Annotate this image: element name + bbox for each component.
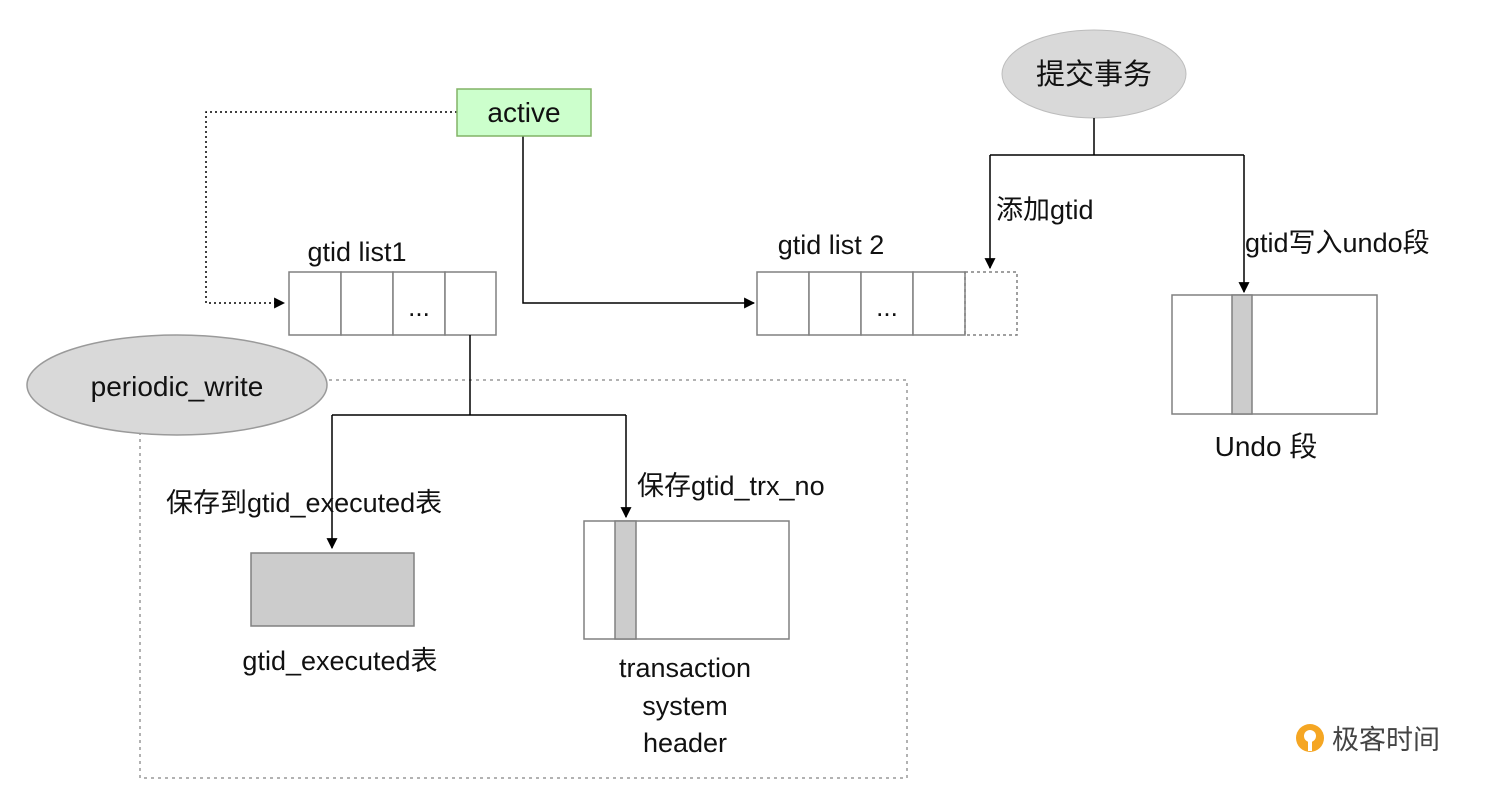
gtid-executed-table-caption: gtid_executed表 (242, 646, 437, 676)
watermark-text: 极客时间 (1332, 725, 1440, 756)
list1-cell (288, 271, 342, 336)
trx-header-caption-line2: system (642, 691, 728, 721)
undo-segment-box (1171, 294, 1378, 415)
list2-cell (860, 271, 914, 336)
list1-cell (340, 271, 394, 336)
list1-cell (392, 271, 446, 336)
save-table-label: 保存到gtid_executed表 (166, 488, 442, 518)
trx-header-caption-line3: header (643, 728, 727, 758)
trx-header-caption-line1: transaction (619, 653, 751, 683)
geektime-logo-icon-stem (1308, 741, 1312, 751)
active-to-list1-dotted-arrow (205, 111, 457, 309)
list2-cell (912, 271, 966, 336)
gtid-list1-title: gtid list1 (307, 237, 406, 267)
periodic-write-label: periodic_write (91, 371, 264, 402)
watermark: 极客时间 (1296, 724, 1440, 756)
gtid-list2-title: gtid list 2 (778, 230, 885, 260)
transaction-system-header (583, 520, 790, 640)
gtid-list1: ... (288, 271, 497, 336)
active-label: active (487, 97, 560, 128)
undo-gtid-slot (1231, 294, 1253, 415)
periodic-write-region (139, 379, 908, 779)
commit-transaction-label: 提交事务 (1036, 58, 1152, 91)
list1-ellipsis: ... (408, 292, 430, 322)
write-undo-label: gtid写入undo段 (1245, 228, 1430, 258)
trx-no-slot (614, 520, 637, 640)
active-to-list2-arrow (522, 136, 756, 309)
undo-segment-caption: Undo 段 (1215, 431, 1318, 462)
active-node (456, 88, 592, 137)
undo-segment (1171, 294, 1378, 415)
list2-cell (756, 271, 810, 336)
list2-ellipsis: ... (876, 292, 898, 322)
add-gtid-label: 添加gtid (996, 195, 1094, 225)
gtid-executed-table (250, 552, 415, 627)
list2-cell (808, 271, 862, 336)
list1-cell (444, 271, 497, 336)
geektime-logo-icon-inner (1304, 730, 1316, 742)
periodic-write-node (26, 334, 328, 436)
save-trx-no-label: 保存gtid_trx_no (637, 471, 825, 501)
gtid-list2: ... (756, 271, 1018, 336)
list2-new-slot (964, 271, 1018, 336)
